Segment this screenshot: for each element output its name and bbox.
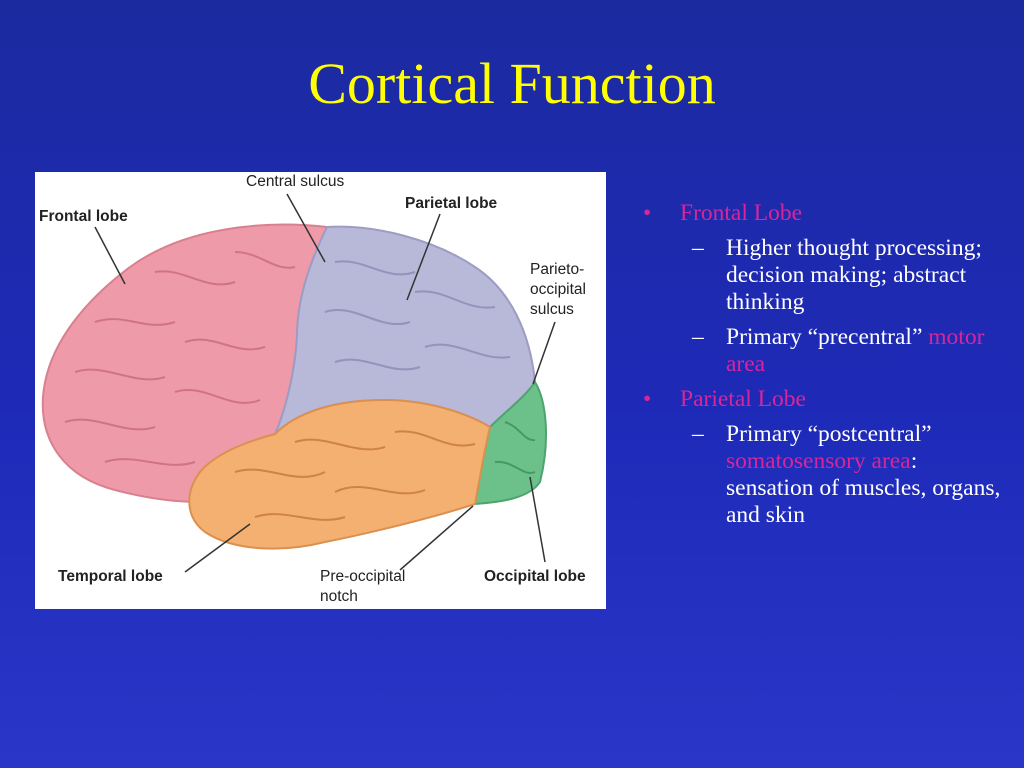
label-central-sulcus: Central sulcus — [246, 173, 345, 190]
sub-bullet-text-after: : sensation of muscles, organs, and skin — [726, 448, 1001, 528]
bullet-marker: • — [643, 386, 652, 412]
slide-title: Cortical Function — [308, 51, 716, 116]
sub-bullet-text: Higher thought processing; decision maki… — [726, 235, 982, 315]
sub-bullet: – Primary “precentral” motor area — [643, 324, 1003, 378]
highlight-somatosensory-area: somatosensory area — [726, 448, 911, 474]
bullet-heading: Frontal Lobe — [680, 200, 803, 226]
temporal-lobe-region — [188, 398, 492, 550]
sub-bullet: – Higher thought processing; decision ma… — [643, 235, 1003, 316]
bullet-list: • Frontal Lobe – Higher thought processi… — [643, 200, 1003, 537]
sub-bullet-text: Primary “precentral” — [726, 324, 929, 350]
label-parieto-occipital-sulcus: Parieto- occipital sulcus — [530, 261, 586, 318]
dash-marker: – — [692, 421, 704, 447]
label-temporal-lobe: Temporal lobe — [58, 568, 163, 585]
label-pre-occipital-notch: Pre-occipital notch — [320, 568, 406, 605]
dash-marker: – — [692, 235, 704, 261]
sub-bullet-text: Primary “postcentral” — [726, 421, 932, 447]
dash-marker: – — [692, 324, 704, 350]
bullet-frontal-lobe: • Frontal Lobe — [643, 200, 1003, 227]
bullet-heading: Parietal Lobe — [680, 386, 806, 412]
bullet-marker: • — [643, 200, 652, 226]
brain-diagram: Frontal lobe Central sulcus Parietal lob… — [35, 172, 606, 609]
label-occipital-lobe: Occipital lobe — [484, 568, 586, 585]
brain-illustration — [41, 193, 556, 573]
label-frontal-lobe: Frontal lobe — [39, 208, 128, 225]
highlight-motor-area: motor area — [726, 324, 985, 377]
sub-bullet: – Primary “postcentral” somatosensory ar… — [643, 421, 1003, 529]
bullet-parietal-lobe: • Parietal Lobe — [643, 386, 1003, 413]
label-parietal-lobe: Parietal lobe — [405, 195, 498, 212]
